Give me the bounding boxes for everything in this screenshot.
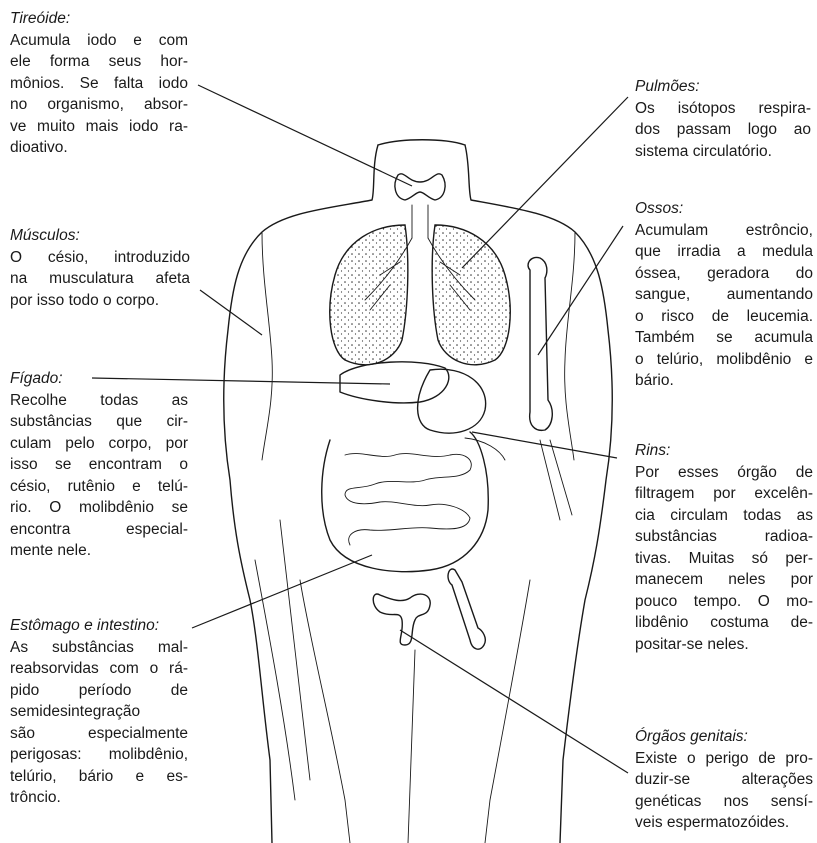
label-rins-line: manecem neles por [635,569,813,591]
label-ossos-line: o risco de leucemia. [635,306,813,328]
label-estomago-line: trôncio. [10,787,188,809]
label-figado-line: césio, rutênio e telú- [10,476,188,498]
label-rins-title: Rins: [635,440,813,462]
label-figado-line: isso se encontram o [10,454,188,476]
label-tireoide-line: ve muito mais iodo ra- [10,116,188,138]
label-estomago-line: reabsorvidas com o rá- [10,658,188,680]
label-figado-line: Recolhe todas as [10,390,188,412]
label-tireoide-line: dioativo. [10,137,188,159]
label-genitais-title: Órgãos genitais: [635,726,813,748]
label-musculos-title: Músculos: [10,225,190,247]
label-pulmoes-line: sistema circulatório. [635,141,811,163]
label-estomago-line: são especialmente [10,723,188,745]
label-rins-line: Por esses órgão de [635,462,813,484]
label-tireoide-line: Acumula iodo e com [10,30,188,52]
label-rins-line: positar-se neles. [635,634,813,656]
label-ossos-line: o telúrio, molibdênio e [635,349,813,371]
label-estomago-title: Estômago e intestino: [10,615,188,637]
label-tireoide-line: ele forma seus hor- [10,51,188,73]
label-figado-line: culam pelo corpo, por [10,433,188,455]
label-tireoide-title: Tireóide: [10,8,188,30]
label-rins-line: filtragem por excelên- [635,483,813,505]
label-pulmoes-line: dos passam logo ao [635,119,811,141]
label-rins: Rins: Por esses órgão de filtragem por e… [635,440,813,655]
label-genitais-line: genéticas nos sensí- [635,791,813,813]
label-musculos-line: por isso todo o corpo. [10,290,190,312]
label-rins-line: libdênio costuma de- [635,612,813,634]
label-ossos-line: Acumulam estrôncio, [635,220,813,242]
label-estomago: Estômago e intestino: As substâncias mal… [10,615,188,809]
label-figado: Fígado: Recolhe todas as substâncias que… [10,368,188,562]
label-musculos-line: na musculatura afeta [10,268,190,290]
label-figado-line: substâncias que cir- [10,411,188,433]
label-rins-line: cia circulam todas as [635,505,813,527]
label-genitais-line: veis espermatozóides. [635,812,813,834]
label-figado-line: rio. O molibdênio se [10,497,188,519]
label-figado-line: mente nele. [10,540,188,562]
label-tireoide-line: mônios. Se falta iodo [10,73,188,95]
label-pulmoes: Pulmões: Os isótopos respira- dos passam… [635,76,811,162]
label-ossos-line: óssea, geradora do [635,263,813,285]
label-estomago-line: perigosas: molibdênio, [10,744,188,766]
label-estomago-line: As substâncias mal- [10,637,188,659]
label-rins-line: pouco tempo. O mo- [635,591,813,613]
label-ossos-line: bário. [635,370,813,392]
label-pulmoes-line: Os isótopos respira- [635,98,811,120]
label-estomago-line: semidesintegração [10,701,188,723]
label-musculos: Músculos: O césio, introduzido na muscul… [10,225,190,311]
label-ossos-line: Também se acumula [635,327,813,349]
label-tireoide: Tireóide: Acumula iodo e com ele forma s… [10,8,188,159]
label-genitais-line: duzir-se alterações [635,769,813,791]
label-ossos: Ossos: Acumulam estrôncio, que irradia a… [635,198,813,392]
label-musculos-line: O césio, introduzido [10,247,190,269]
label-estomago-line: telúrio, bário e es- [10,766,188,788]
label-ossos-line: que irradia a medula [635,241,813,263]
label-pulmoes-title: Pulmões: [635,76,811,98]
label-tireoide-line: no organismo, absor- [10,94,188,116]
label-ossos-title: Ossos: [635,198,813,220]
label-estomago-line: pido período de [10,680,188,702]
label-genitais-line: Existe o perigo de pro- [635,748,813,770]
label-genitais: Órgãos genitais: Existe o perigo de pro-… [635,726,813,834]
label-rins-line: substâncias radioa- [635,526,813,548]
label-figado-line: encontra especial- [10,519,188,541]
label-rins-line: tivas. Muitas só per- [635,548,813,570]
label-figado-title: Fígado: [10,368,188,390]
label-ossos-line: sangue, aumentando [635,284,813,306]
